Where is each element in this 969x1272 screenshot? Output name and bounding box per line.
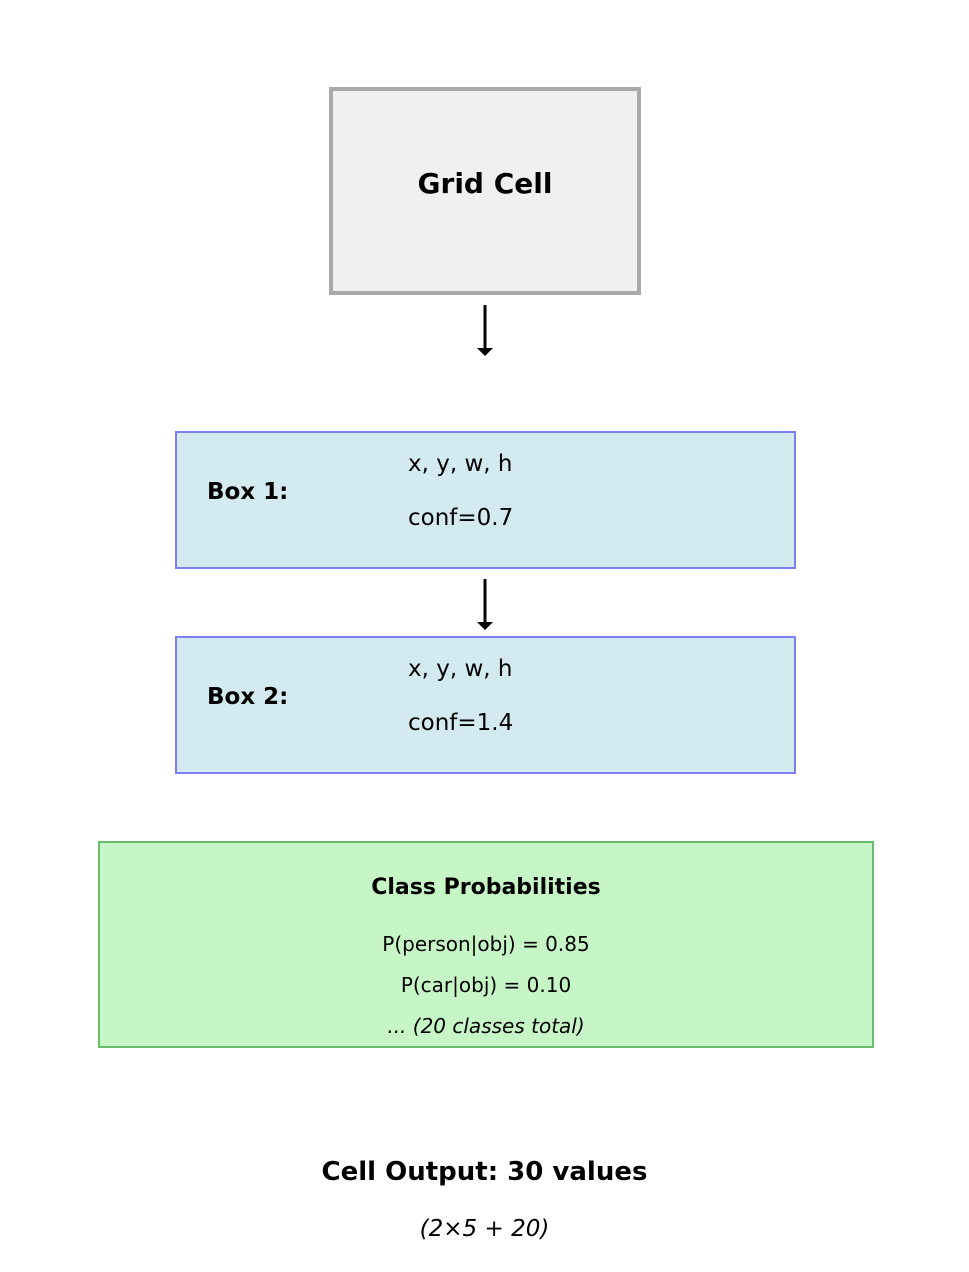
class-probability-item: P(person|obj) = 0.85 [382,932,590,956]
class-probability-note: ... (20 classes total) [387,1014,585,1038]
grid-cell-title: Grid Cell [417,167,553,200]
box-label: Box 1: [207,479,289,505]
grid-cell-box: Grid Cell [329,87,641,295]
arrow-down-icon [475,579,495,633]
arrow-down-icon [475,305,495,359]
bounding-box-2: Box 2: x, y, w, h conf=1.4 [175,636,796,774]
cell-output-formula: (2×5 + 20) [419,1216,550,1242]
box-label: Box 2: [207,684,289,710]
box-confidence: conf=0.7 [408,505,514,531]
class-probabilities-heading: Class Probabilities [371,875,601,900]
bounding-box-1: Box 1: x, y, w, h conf=0.7 [175,431,796,569]
box-coords: x, y, w, h [408,656,513,682]
cell-output-title: Cell Output: 30 values [321,1157,648,1187]
class-probability-item: P(car|obj) = 0.10 [400,973,572,997]
class-probabilities-box: Class Probabilities P(person|obj) = 0.85… [98,841,874,1048]
box-coords: x, y, w, h [408,451,513,477]
box-confidence: conf=1.4 [408,710,514,736]
